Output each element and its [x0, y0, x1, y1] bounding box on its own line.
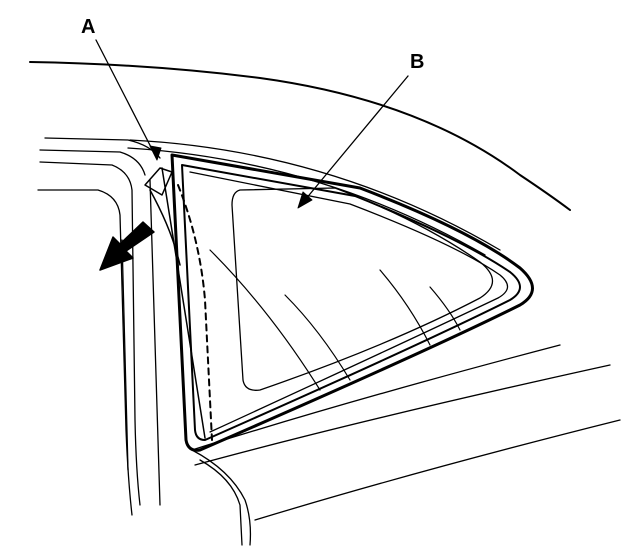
leader-line-b: [304, 75, 409, 201]
callout-label-b: B: [410, 51, 425, 73]
quarter-glass-pane: [231, 187, 494, 391]
arrow-down-left-icon: [99, 221, 155, 271]
callout-label-a: A: [81, 16, 96, 38]
hidden-edge-dashed: [177, 184, 213, 441]
leader-arrowhead-a: [149, 145, 162, 161]
roof-line: [29, 61, 571, 211]
body-panel: [127, 139, 621, 546]
leader-line-a: [95, 39, 156, 156]
body-pillar: [37, 137, 161, 516]
leader-arrowhead-b: [297, 191, 313, 209]
glass-reflections: [209, 249, 461, 391]
molding-clip: [144, 167, 206, 439]
quarter-glass-frame: [170, 153, 534, 452]
